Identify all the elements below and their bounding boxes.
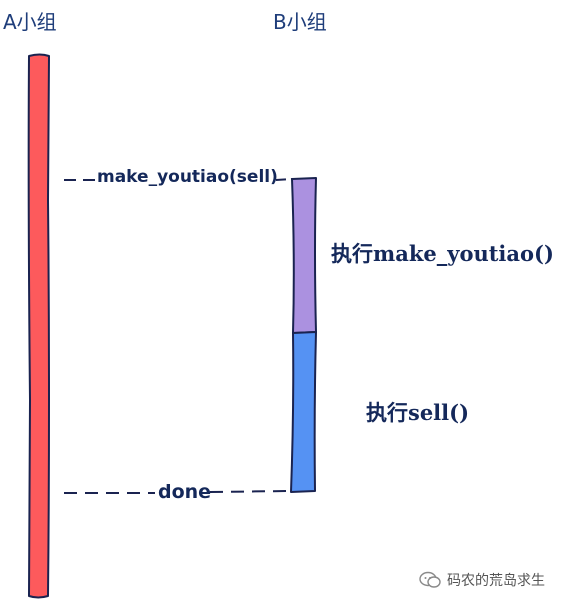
group-a-title: A小组 bbox=[3, 10, 57, 34]
group-b-title: B小组 bbox=[273, 10, 327, 34]
task1-bar bbox=[291, 177, 317, 334]
call-dashed-line-right bbox=[275, 178, 293, 181]
task2-bar bbox=[290, 331, 317, 493]
task2-label: 执行sell() bbox=[366, 400, 470, 425]
call-label: make_youtiao(sell) bbox=[97, 167, 278, 187]
wechat-icon bbox=[419, 571, 441, 589]
watermark: 码农的荒岛求生 bbox=[419, 570, 545, 590]
watermark-text: 码农的荒岛求生 bbox=[447, 573, 545, 589]
done-label: done bbox=[158, 481, 212, 503]
task1-label: 执行make_youtiao() bbox=[331, 241, 554, 266]
return-dashed-line-right bbox=[209, 490, 289, 493]
group-a-timeline-bar bbox=[27, 53, 50, 599]
